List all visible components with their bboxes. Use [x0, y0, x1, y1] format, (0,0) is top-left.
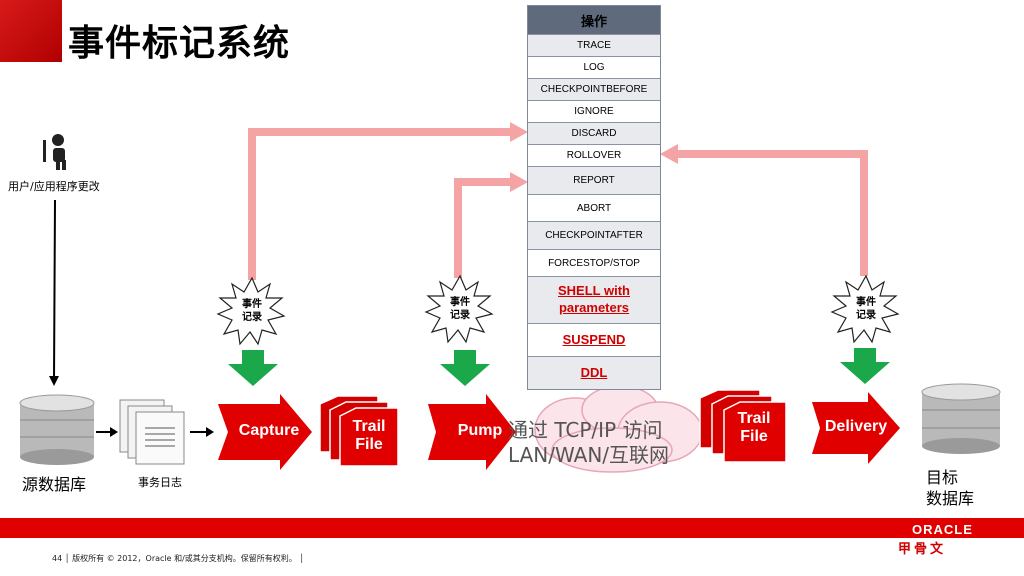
op-checkpointbefore: CHECKPOINTBEFORE: [528, 78, 660, 100]
footer-red-bar: [0, 518, 1024, 538]
transaction-log-icon: [119, 399, 185, 465]
pump-feedback-arrow: [454, 178, 512, 278]
user-change-label: 用户/应用程序更改: [8, 180, 100, 193]
op-log: LOG: [528, 56, 660, 78]
operations-header: 操作: [528, 6, 660, 34]
op-shell: SHELL with parameters: [528, 276, 660, 323]
user-icon: [43, 134, 66, 170]
green-down-arrow-capture: [228, 350, 278, 386]
operations-table: 操作 TRACE LOG CHECKPOINTBEFORE IGNORE DIS…: [527, 5, 661, 390]
copyright-text: 44 │ 版权所有 © 2012，Oracle 和/或其分支机构。保留所有权利。…: [52, 554, 305, 563]
green-down-arrow-pump: [440, 350, 490, 386]
feedback-arrows: [248, 128, 868, 280]
source-db-label: 源数据库: [22, 475, 87, 494]
delivery-feedback-arrow: [676, 150, 868, 276]
oracle-logo: ORACLE: [912, 522, 973, 537]
arrowhead-delivery: [660, 144, 678, 164]
trail-file-2-icon: [699, 389, 787, 463]
op-suspend: SUSPEND: [528, 323, 660, 356]
txn-log-label: 事务日志: [138, 476, 182, 489]
op-ignore: IGNORE: [528, 100, 660, 122]
capture-process-shape: [218, 394, 312, 470]
title-red-block: [0, 0, 62, 62]
page-title: 事件标记系统: [68, 23, 291, 64]
event-marker-label-capture: 事件记录: [242, 299, 262, 323]
arrowhead-pump: [510, 172, 528, 192]
op-abort: ABORT: [528, 194, 660, 221]
target-db-label-1: 目标: [926, 468, 959, 487]
event-marker-burst-pump: [424, 274, 494, 344]
event-marker-burst-delivery: [830, 274, 900, 344]
op-checkpointafter: CHECKPOINTAFTER: [528, 221, 660, 249]
network-label: 通过 TCP/IP 访问 LAN/WAN/互联网: [508, 418, 670, 467]
capture-label: Capture: [238, 422, 300, 439]
event-marker-label-pump: 事件记录: [450, 297, 470, 321]
op-trace: TRACE: [528, 34, 660, 56]
event-marker-label-delivery: 事件记录: [856, 297, 876, 321]
target-database-icon: [921, 383, 1001, 454]
oracle-logo-cn: 甲骨文: [898, 542, 947, 557]
source-database-icon: [19, 394, 95, 465]
op-rollover: ROLLOVER: [528, 144, 660, 166]
capture-feedback-arrow: [248, 128, 512, 280]
op-discard: DISCARD: [528, 122, 660, 144]
delivery-label: Delivery: [824, 418, 888, 435]
op-forcestop: FORCESTOP/STOP: [528, 249, 660, 276]
pump-label: Pump: [457, 422, 503, 439]
arrowhead-capture: [510, 122, 528, 142]
network-cloud: [534, 385, 703, 473]
trail-file-1-icon: [319, 395, 399, 467]
delivery-process-shape: [812, 392, 900, 464]
target-db-label-2: 数据库: [926, 489, 975, 508]
op-ddl: DDL: [528, 356, 660, 389]
event-marker-burst-capture: [216, 276, 286, 346]
green-down-arrow-delivery: [840, 348, 890, 384]
user-change-arrow: [53, 199, 56, 381]
op-report: REPORT: [528, 166, 660, 194]
pump-process-shape: [428, 394, 516, 470]
